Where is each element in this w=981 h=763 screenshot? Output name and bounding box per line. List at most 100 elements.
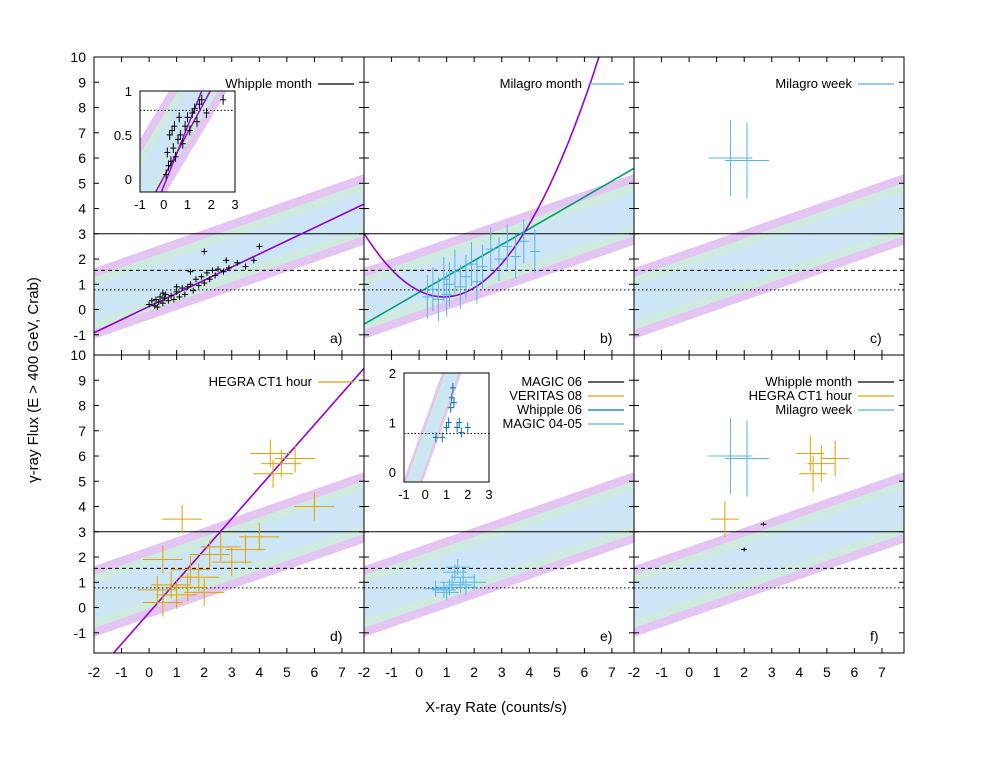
inset-x-tick-label: 3 xyxy=(231,197,238,212)
x-tick-label: 3 xyxy=(498,664,506,680)
plot-area xyxy=(364,57,634,339)
inset-x-tick-label: 1 xyxy=(184,197,191,212)
legend-label: MAGIC 04-05 xyxy=(503,416,582,431)
x-tick-label: 0 xyxy=(685,664,693,680)
x-tick-label: 7 xyxy=(878,664,886,680)
legend-label: MAGIC 06 xyxy=(521,374,582,389)
y-tick-label: 4 xyxy=(78,499,86,515)
y-tick-label: 0 xyxy=(78,600,86,616)
y-tick-label: 9 xyxy=(78,74,86,90)
y-tick-label: 1 xyxy=(78,276,86,292)
panel-label: c) xyxy=(870,330,882,346)
y-tick-label: 1 xyxy=(78,574,86,590)
legend-label: HEGRA CT1 hour xyxy=(749,388,853,403)
y-tick-label: 7 xyxy=(78,125,86,141)
band-2 xyxy=(634,191,904,322)
x-tick-label: 1 xyxy=(443,664,451,680)
x-tick-label: 1 xyxy=(713,664,721,680)
x-tick-label: -1 xyxy=(385,664,398,680)
x-tick-label: 0 xyxy=(145,664,153,680)
inset-frame xyxy=(403,372,490,483)
x-tick-label: 6 xyxy=(851,664,859,680)
y-tick-label: -1 xyxy=(74,327,87,343)
inset-plot-area xyxy=(404,373,489,482)
plot-area xyxy=(634,120,904,339)
y-axis-label: γ-ray Flux (E > 400 GeV, Crab) xyxy=(25,277,42,483)
inset-x-tick-label: 2 xyxy=(464,487,471,502)
inset-x-tick-label: 2 xyxy=(208,197,215,212)
panel-b: b) Milagro month xyxy=(363,56,635,356)
inset-x-tick-label: 0 xyxy=(160,197,167,212)
inset-y-tick-label: 2 xyxy=(389,366,396,381)
y-tick-label: 3 xyxy=(78,226,86,242)
x-tick-label: 5 xyxy=(553,664,561,680)
plot-area xyxy=(94,174,364,339)
x-tick-label: 3 xyxy=(768,664,776,680)
x-tick-label: 6 xyxy=(311,664,319,680)
y-tick-label: 3 xyxy=(78,524,86,540)
y-tick-label: 7 xyxy=(78,423,86,439)
inset-y-tick-label: 1 xyxy=(125,84,132,99)
panel-frame xyxy=(633,354,905,654)
legend-label: Milagro month xyxy=(500,76,582,91)
panel-c: c)Milagro week xyxy=(633,56,905,356)
legend-label: VERITAS 08 xyxy=(509,388,582,403)
band-2 xyxy=(94,191,364,322)
legend-label: HEGRA CT1 hour xyxy=(209,374,313,389)
x-tick-label: 1 xyxy=(173,664,181,680)
y-tick-label: -1 xyxy=(74,625,87,641)
x-tick-label: -2 xyxy=(628,664,641,680)
inset-frame xyxy=(139,90,236,193)
plot-area xyxy=(94,367,364,653)
x-tick-label: 2 xyxy=(740,664,748,680)
x-tick-label: 6 xyxy=(581,664,589,680)
panel-label: d) xyxy=(330,628,342,644)
y-tick-label: 0 xyxy=(78,302,86,318)
x-tick-label: 3 xyxy=(228,664,236,680)
inset-x-tick-label: 0 xyxy=(422,487,429,502)
x-tick-label: 5 xyxy=(283,664,291,680)
panel-label: e) xyxy=(600,628,612,644)
panel-label: a) xyxy=(330,330,342,346)
panel-label: b) xyxy=(600,330,612,346)
x-tick-label: 4 xyxy=(255,664,263,680)
x-tick-label: 2 xyxy=(200,664,208,680)
plot-area xyxy=(364,472,634,637)
y-tick-label: 2 xyxy=(78,251,86,267)
inset-y-tick-label: 0 xyxy=(125,172,132,187)
inset-x-tick-label: 3 xyxy=(485,487,492,502)
fit-line xyxy=(112,367,364,653)
x-axis-label: X-ray Rate (counts/s) xyxy=(425,699,567,716)
y-tick-label: 9 xyxy=(78,372,86,388)
x-tick-label: 4 xyxy=(525,664,533,680)
x-tick-label: -1 xyxy=(115,664,128,680)
y-tick-label: 8 xyxy=(78,100,86,116)
inset-plot-area xyxy=(140,91,235,192)
y-tick-label: 4 xyxy=(78,201,86,217)
x-tick-label: 0 xyxy=(415,664,423,680)
y-tick-label: 6 xyxy=(78,448,86,464)
plot-area xyxy=(634,418,904,637)
inset-y-tick-label: 1 xyxy=(389,416,396,431)
legend-label: Whipple month xyxy=(225,76,312,91)
inset-x-tick-label: -1 xyxy=(134,197,146,212)
legend-label: Whipple 06 xyxy=(517,402,582,417)
x-tick-label: -2 xyxy=(358,664,371,680)
x-tick-label: 4 xyxy=(795,664,803,680)
y-tick-label: 6 xyxy=(78,150,86,166)
x-tick-label: 5 xyxy=(823,664,831,680)
x-tick-label: -1 xyxy=(655,664,668,680)
y-tick-label: 10 xyxy=(70,49,86,65)
x-tick-label: 2 xyxy=(470,664,478,680)
legend-label: Whipple month xyxy=(765,374,852,389)
inset-x-tick-label: 1 xyxy=(443,487,450,502)
inset-y-tick-label: 0.5 xyxy=(114,128,132,143)
